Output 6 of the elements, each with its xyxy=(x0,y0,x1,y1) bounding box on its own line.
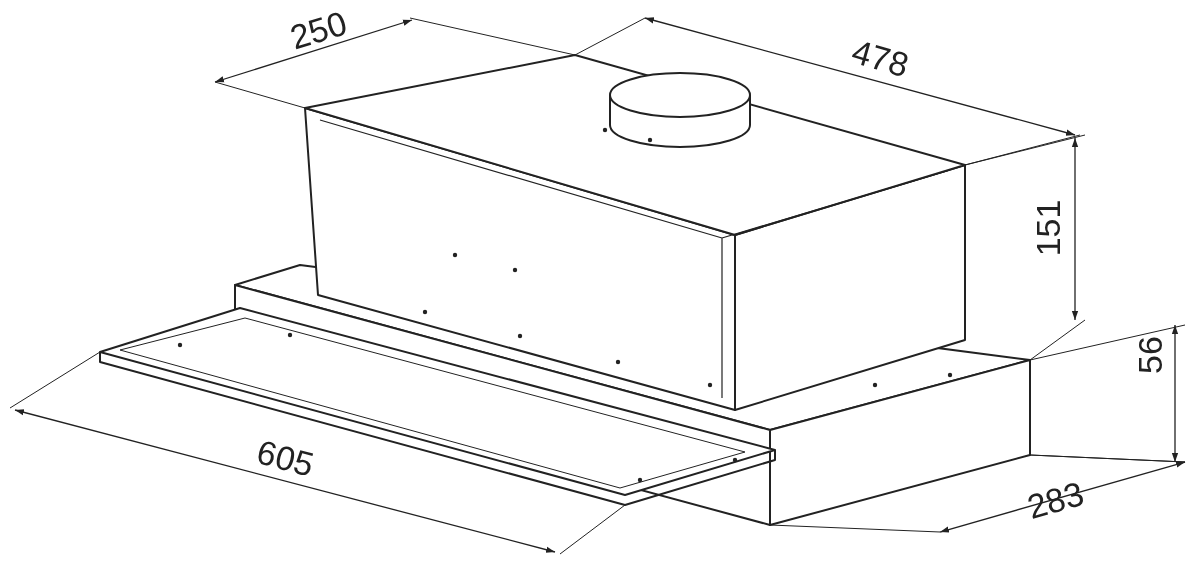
dimension-label: 56 xyxy=(1132,336,1167,374)
dimension-label: 283 xyxy=(1022,475,1087,525)
dimension-label: 605 xyxy=(253,434,317,482)
dimension-label: 478 xyxy=(847,33,912,83)
dimension-label: 250 xyxy=(285,5,350,55)
dimension-label: 151 xyxy=(1030,199,1065,257)
